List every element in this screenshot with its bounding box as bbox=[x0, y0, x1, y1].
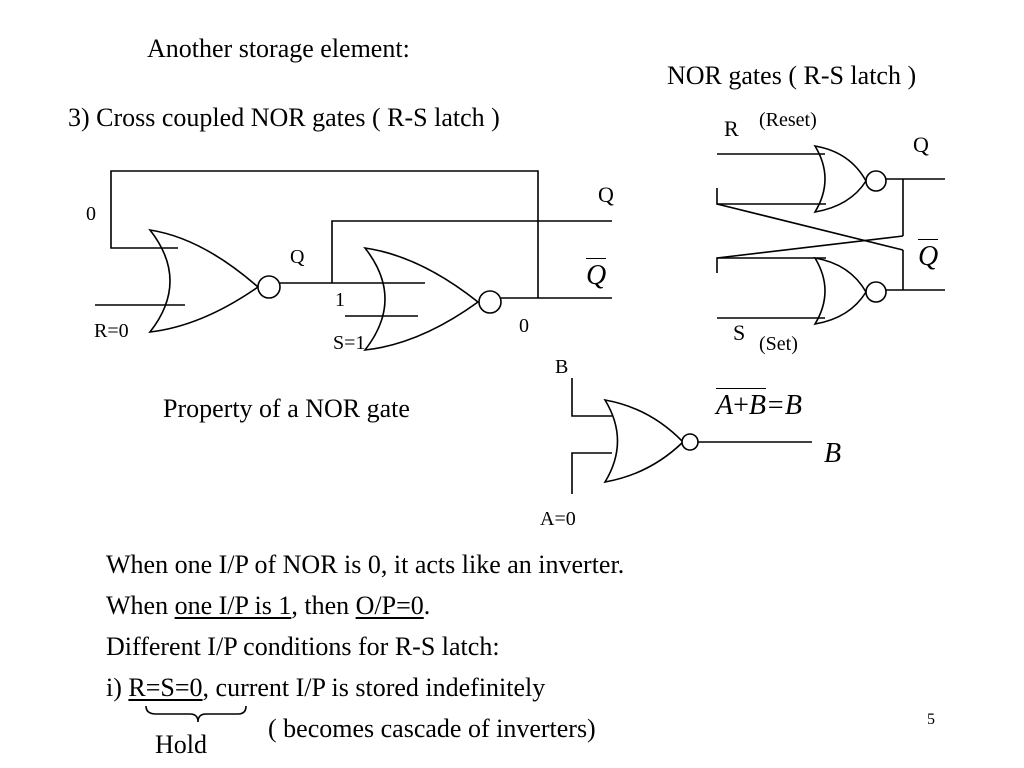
q-output-wire bbox=[331, 220, 612, 283]
slide-subheading: 3) Cross coupled NOR gates ( R-S latch ) bbox=[68, 103, 500, 132]
left-nor-gate-2-bubble bbox=[478, 290, 502, 314]
left-reset-label: R=0 bbox=[94, 320, 129, 342]
right-reset-label: (Reset) bbox=[759, 109, 817, 131]
left-gate2-output-value: 0 bbox=[519, 315, 529, 337]
left-gate1-output-label: Q bbox=[290, 246, 305, 268]
right-circuit-title: NOR gates ( R-S latch ) bbox=[667, 61, 917, 90]
property-nor-gate bbox=[603, 398, 685, 484]
equation-b: B bbox=[748, 390, 767, 421]
feedback-wire-q-bar bbox=[110, 170, 539, 298]
left-top-input-value: 0 bbox=[86, 203, 96, 225]
hold-label: Hold bbox=[155, 730, 207, 759]
right-latch-circuit bbox=[716, 144, 945, 326]
property-a-input-wire bbox=[571, 452, 612, 494]
right-lower-feedback-in bbox=[716, 257, 826, 273]
notes-line-1: When one I/P of NOR is 0, it acts like a… bbox=[106, 550, 625, 579]
left-nor-gate-1 bbox=[148, 228, 260, 334]
right-upper-feedback-in bbox=[716, 188, 826, 205]
property-output-label: B bbox=[824, 438, 842, 469]
right-set-label: (Set) bbox=[759, 333, 798, 355]
hold-brace bbox=[145, 705, 247, 723]
notes-line-2: When one I/P is 1, then O/P=0. bbox=[106, 591, 431, 620]
right-nor-gate-upper-bubble bbox=[865, 170, 887, 192]
notes-line-4: i) R=S=0, current I/P is stored indefini… bbox=[106, 673, 546, 702]
property-b-input-wire bbox=[571, 378, 612, 417]
equation-rhs: =B bbox=[766, 390, 803, 421]
equation-a: A bbox=[716, 390, 734, 421]
left-q-bar-label: Q bbox=[586, 258, 607, 291]
nor-property-caption: Property of a NOR gate bbox=[163, 394, 410, 423]
left-set-label: S=1 bbox=[333, 332, 366, 354]
left-nor-gate-2 bbox=[363, 246, 480, 352]
right-r-label: R bbox=[724, 116, 739, 141]
right-q-bar-label: Q bbox=[918, 239, 939, 272]
right-nor-gate-upper bbox=[813, 144, 867, 214]
property-input-b-label: B bbox=[555, 356, 569, 378]
left-nor-gate-1-bubble bbox=[257, 275, 281, 299]
notes-line-3: Different I/P conditions for R-S latch: bbox=[106, 632, 500, 661]
right-nor-gate-lower-bubble bbox=[865, 281, 887, 303]
nor-property-circuit bbox=[571, 378, 812, 494]
left-latch-circuit bbox=[95, 170, 612, 352]
right-s-label: S bbox=[733, 320, 746, 345]
property-input-a-label: A=0 bbox=[540, 508, 576, 530]
equation-plus: + bbox=[733, 390, 749, 421]
right-cross-wire-1 bbox=[716, 203, 904, 251]
property-equation: A+B=B bbox=[716, 388, 803, 421]
property-nor-gate-bubble bbox=[681, 433, 699, 451]
right-q-label: Q bbox=[913, 132, 929, 157]
notes-line-5: ( becomes cascade of inverters) bbox=[268, 714, 596, 743]
page-number: 5 bbox=[927, 711, 935, 728]
right-cross-wire-2 bbox=[716, 235, 904, 259]
slide-heading: Another storage element: bbox=[147, 34, 410, 63]
right-nor-gate-lower bbox=[813, 256, 867, 326]
left-q-label: Q bbox=[598, 182, 614, 207]
left-gate2-input-value: 1 bbox=[335, 289, 345, 311]
